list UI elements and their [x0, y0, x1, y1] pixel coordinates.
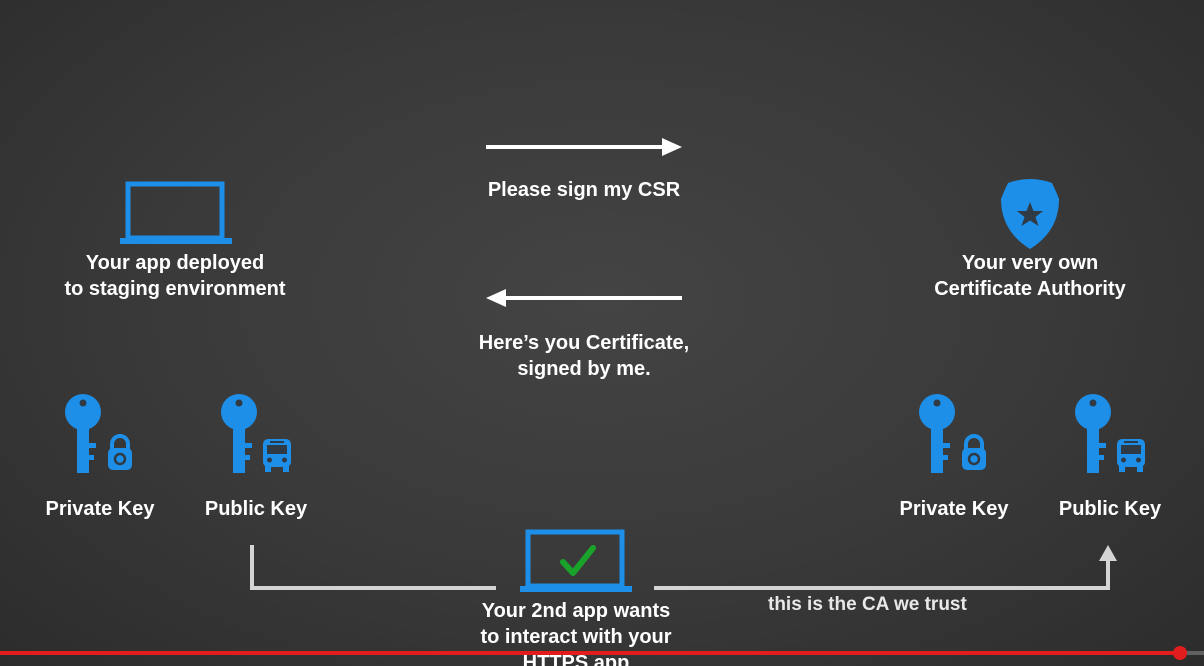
bus-icon	[261, 437, 293, 473]
laptop-icon	[118, 180, 234, 246]
key-icon	[1074, 393, 1112, 475]
response-line1: Here’s you Certificate,	[478, 332, 690, 354]
shield-star-icon	[1000, 177, 1060, 251]
right-public-key-label: Public Key	[1058, 498, 1162, 520]
padlock-icon	[960, 434, 988, 472]
app-deployed-line1: Your app deployed	[85, 252, 265, 274]
app-deployed-label: Your app deployed to staging environment	[40, 250, 310, 302]
response-label: Here’s you Certificate, signed by me.	[444, 330, 724, 382]
right-private-key-label: Private Key	[899, 498, 1009, 520]
ca-line2: Certificate Authority	[934, 278, 1126, 300]
key-icon	[918, 393, 956, 475]
video-progress-bar[interactable]	[0, 646, 1204, 660]
ca-line1: Your very own	[961, 252, 1099, 274]
request-arrow	[484, 136, 684, 158]
bus-icon	[1115, 437, 1147, 473]
left-connector	[248, 543, 500, 593]
second-app-line2: to interact with your	[480, 626, 672, 648]
key-icon	[220, 393, 258, 475]
second-app-line1: Your 2nd app wants	[481, 600, 671, 622]
left-private-key-label: Private Key	[45, 498, 155, 520]
app-deployed-line2: to staging environment	[64, 278, 286, 300]
response-line2: signed by me.	[517, 358, 651, 380]
video-progress-fill	[0, 651, 1180, 655]
left-public-key-label: Public Key	[204, 498, 308, 520]
response-arrow	[484, 287, 684, 309]
video-scrubber-handle[interactable]	[1172, 646, 1187, 660]
ca-label: Your very own Certificate Authority	[900, 250, 1160, 302]
checkmark-icon	[560, 544, 596, 578]
trust-label: this is the CA we trust	[768, 594, 967, 615]
key-icon	[64, 393, 102, 475]
laptop-icon	[518, 528, 634, 594]
trust-arrow	[652, 543, 1118, 593]
second-app-line3: HTTPS app	[522, 652, 630, 666]
padlock-icon	[106, 434, 134, 472]
request-label: Please sign my CSR	[487, 179, 681, 201]
second-app-label: Your 2nd app wants to interact with your…	[446, 598, 706, 666]
